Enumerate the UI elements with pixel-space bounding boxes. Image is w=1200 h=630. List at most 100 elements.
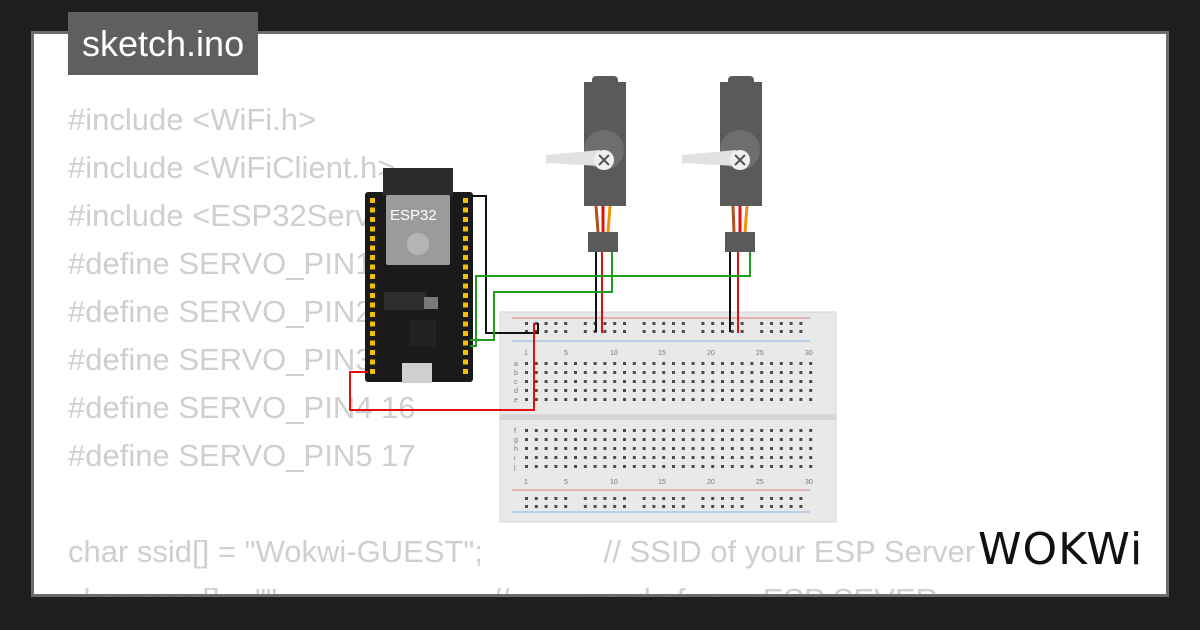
breadboard-hole bbox=[593, 389, 597, 392]
esp32-board[interactable]: ESP32 bbox=[365, 168, 473, 383]
breadboard-hole bbox=[613, 447, 617, 450]
breadboard-hole bbox=[564, 371, 568, 374]
breadboard-hole bbox=[770, 371, 773, 374]
breadboard-hole bbox=[613, 330, 617, 333]
breadboard-hole bbox=[525, 497, 528, 500]
breadboard-hole bbox=[730, 497, 734, 500]
breadboard-hole bbox=[809, 438, 813, 441]
bb-col-number: 1 bbox=[524, 350, 528, 357]
breadboard-hole bbox=[681, 389, 685, 392]
breadboard-hole bbox=[662, 438, 666, 441]
breadboard-hole bbox=[662, 322, 666, 325]
breadboard-hole bbox=[701, 497, 705, 500]
breadboard-hole bbox=[701, 447, 705, 450]
breadboard-hole bbox=[525, 322, 528, 325]
breadboard-hole bbox=[623, 497, 626, 500]
breadboard-hole bbox=[525, 438, 528, 441]
breadboard-hole bbox=[770, 362, 773, 365]
breadboard-hole bbox=[603, 362, 607, 365]
code-line: #define SERVO_PIN4 16 bbox=[68, 390, 416, 425]
breadboard-hole bbox=[613, 429, 617, 432]
bb-row-letter: h bbox=[514, 446, 518, 453]
breadboard-hole bbox=[652, 465, 656, 468]
breadboard-hole bbox=[681, 330, 685, 333]
breadboard-hole bbox=[760, 389, 764, 392]
breadboard-hole bbox=[593, 447, 597, 450]
breadboard-hole bbox=[809, 362, 813, 365]
breadboard-hole bbox=[711, 371, 715, 374]
breadboard-hole bbox=[721, 465, 724, 468]
esp32-pin bbox=[370, 369, 375, 374]
breadboard-hole bbox=[730, 389, 734, 392]
breadboard-hole bbox=[740, 371, 744, 374]
breadboard-hole bbox=[809, 389, 813, 392]
breadboard-hole bbox=[711, 322, 715, 325]
breadboard-hole bbox=[632, 447, 636, 450]
breadboard-hole bbox=[583, 438, 587, 441]
breadboard-hole bbox=[711, 362, 715, 365]
breadboard-hole bbox=[809, 371, 813, 374]
breadboard-hole bbox=[701, 465, 705, 468]
breadboard-hole bbox=[613, 389, 617, 392]
breadboard-hole bbox=[779, 438, 783, 441]
esp32-pin bbox=[370, 274, 375, 279]
breadboard-hole bbox=[554, 398, 558, 401]
breadboard-hole bbox=[799, 429, 803, 432]
breadboard-hole bbox=[564, 322, 568, 325]
servo-motor-2[interactable] bbox=[682, 76, 762, 252]
breadboard-hole bbox=[691, 389, 695, 392]
breadboard-hole bbox=[564, 505, 568, 508]
breadboard-hole bbox=[721, 429, 724, 432]
breadboard-hole bbox=[779, 429, 783, 432]
breadboard-hole bbox=[770, 330, 773, 333]
esp32-pin bbox=[370, 283, 375, 289]
esp32-pin bbox=[370, 264, 375, 270]
breadboard-hole bbox=[789, 398, 793, 401]
breadboard-hole bbox=[554, 362, 558, 365]
breadboard-hole bbox=[760, 465, 764, 468]
breadboard-hole bbox=[574, 380, 577, 383]
breadboard-hole bbox=[534, 362, 538, 365]
breadboard-hole bbox=[789, 330, 793, 333]
breadboard-hole bbox=[564, 389, 568, 392]
breadboard-hole bbox=[740, 447, 744, 450]
breadboard-hole bbox=[525, 389, 528, 392]
breadboard-hole bbox=[809, 456, 813, 459]
breadboard-hole bbox=[730, 330, 734, 333]
file-name-tab[interactable]: sketch.ino bbox=[68, 12, 259, 75]
breadboard-hole bbox=[799, 398, 803, 401]
breadboard-hole bbox=[721, 371, 724, 374]
breadboard-hole bbox=[574, 371, 577, 374]
breadboard-hole bbox=[789, 438, 793, 441]
breadboard[interactable]: 1 5 10 15 20 25 30 1 5 10 15 20 25 30 a … bbox=[499, 311, 837, 523]
breadboard-hole bbox=[525, 465, 528, 468]
breadboard-hole bbox=[770, 438, 773, 441]
breadboard-hole bbox=[652, 330, 656, 333]
breadboard-hole bbox=[534, 389, 538, 392]
breadboard-hole bbox=[691, 447, 695, 450]
breadboard-hole bbox=[770, 380, 773, 383]
breadboard-hole bbox=[613, 322, 617, 325]
esp32-pin bbox=[463, 207, 468, 213]
servo-motor-1[interactable] bbox=[546, 76, 626, 252]
breadboard-hole bbox=[642, 389, 646, 392]
breadboard-hole bbox=[760, 330, 764, 333]
breadboard-hole bbox=[662, 371, 666, 374]
breadboard-hole bbox=[544, 371, 548, 374]
breadboard-hole bbox=[613, 371, 617, 374]
breadboard-hole bbox=[583, 380, 587, 383]
breadboard-hole bbox=[789, 371, 793, 374]
breadboard-hole bbox=[779, 371, 783, 374]
breadboard-hole bbox=[544, 330, 548, 333]
breadboard-hole bbox=[711, 398, 715, 401]
breadboard-hole bbox=[691, 465, 695, 468]
breadboard-hole bbox=[681, 398, 685, 401]
breadboard-hole bbox=[544, 398, 548, 401]
breadboard-hole bbox=[672, 429, 675, 432]
esp32-pin bbox=[463, 321, 468, 327]
breadboard-hole bbox=[760, 371, 764, 374]
bb-col-number: 5 bbox=[564, 479, 568, 486]
breadboard-hole bbox=[662, 505, 666, 508]
breadboard-hole bbox=[544, 429, 548, 432]
